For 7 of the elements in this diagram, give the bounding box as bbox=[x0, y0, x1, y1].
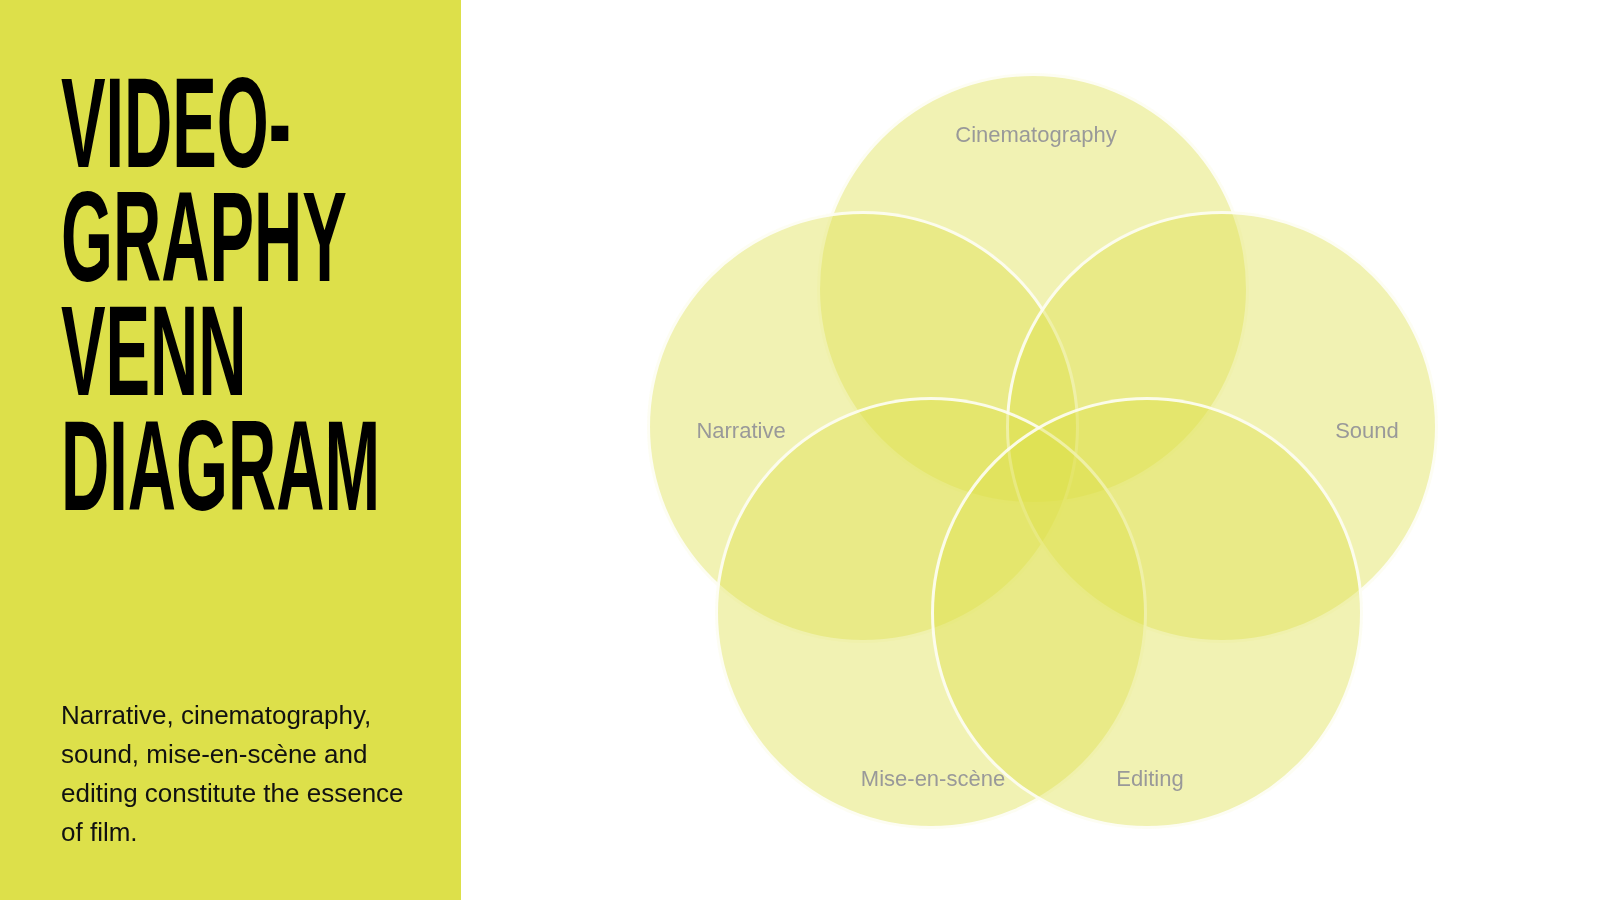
circle-label: Narrative bbox=[696, 418, 786, 444]
circle-label: Editing bbox=[1116, 766, 1184, 792]
circle-label: Cinematography bbox=[955, 122, 1117, 148]
circle-label: Sound bbox=[1335, 418, 1399, 444]
caption: Narrative, cinematography, sound, mise-en-scène and editing constitute the essence of film. bbox=[61, 699, 405, 849]
title: VIDEO- GRAPHY VENN DIAGRAM bbox=[61, 66, 382, 523]
circle-label: Mise-en-scène bbox=[860, 766, 1006, 792]
